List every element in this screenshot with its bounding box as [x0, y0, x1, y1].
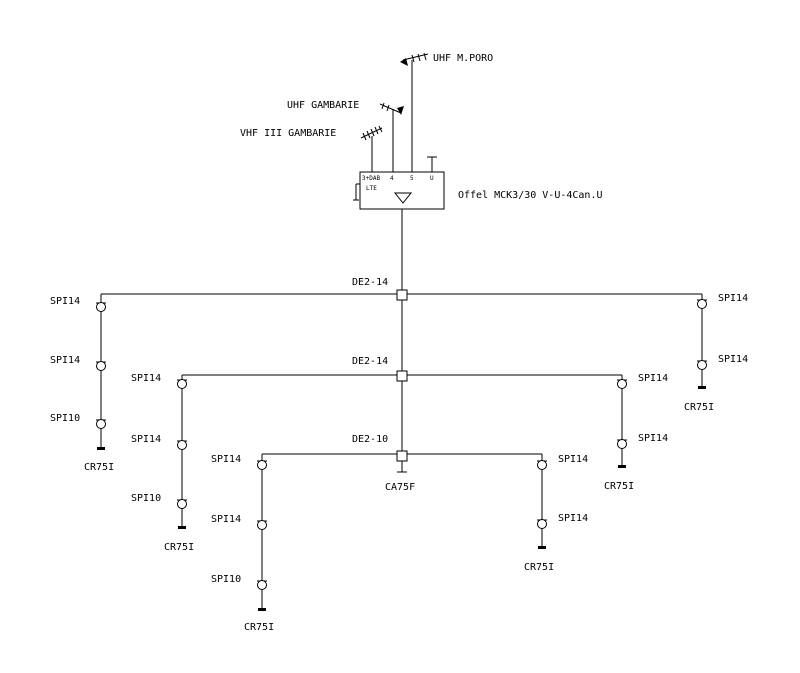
amp-lte-label: LTE — [366, 185, 377, 192]
tap-outlet: SPI14 — [50, 296, 106, 316]
splitter-2: DE2-14 — [182, 356, 622, 382]
tap-outlet: SPI10 — [50, 413, 106, 433]
splitter-2-label: DE2-14 — [352, 356, 388, 367]
tap-outlet: SPI10 — [131, 493, 187, 513]
tap-label: SPI14 — [50, 355, 80, 366]
amplifier: 3+DAB 4 5 U LTE Offel MCK3/30 V-U-4Can.U — [353, 156, 603, 210]
amplifier-triangle-icon — [393, 192, 413, 204]
tap-outlet: SPI14 — [617, 373, 668, 393]
tap-branches: SPI14SPI14SPI10CR75ISPI14SPI14SPI10CR75I… — [50, 293, 748, 633]
tap-label: SPI14 — [718, 354, 748, 365]
end-terminator: CR75I — [164, 520, 194, 553]
splitter-3: DE2-10 CA75F — [262, 434, 542, 493]
vhf-gambarie-label: VHF III GAMBARIE — [240, 128, 336, 139]
tap-outlet: SPI14 — [617, 433, 668, 453]
tap-label: SPI10 — [50, 413, 80, 424]
tap-outlet: SPI14 — [211, 454, 267, 474]
uhf-gambarie-label: UHF GAMBARIE — [287, 100, 359, 111]
tap-outlet: SPI14 — [131, 373, 187, 393]
tap-label: SPI14 — [131, 434, 161, 445]
tap-label: SPI10 — [211, 574, 241, 585]
tap-label: SPI14 — [638, 373, 668, 384]
amp-input-2: 4 — [390, 175, 394, 182]
tap-label: SPI14 — [558, 454, 588, 465]
amp-input-3: 5 — [410, 175, 414, 182]
end-terminator: CR75I — [524, 540, 554, 573]
tap-outlet: SPI14 — [697, 354, 748, 374]
tap-outlet: SPI14 — [537, 513, 588, 533]
tap-label: SPI14 — [50, 296, 80, 307]
tap-label: SPI10 — [131, 493, 161, 504]
tap-label: SPI14 — [131, 373, 161, 384]
splitter-1: DE2-14 — [101, 277, 702, 301]
amp-input-1: 3+DAB — [362, 175, 380, 182]
end-terminator-label: CR75I — [524, 562, 554, 573]
antenna-uhf-gambarie: UHF GAMBARIE — [287, 100, 404, 176]
center-terminator-label: CA75F — [385, 482, 415, 493]
end-terminator-label: CR75I — [84, 462, 114, 473]
splitter-1-label: DE2-14 — [352, 277, 388, 288]
tap-label: SPI14 — [211, 454, 241, 465]
tap-label: SPI14 — [638, 433, 668, 444]
antenna-uhf-poro: UHF M.PORO — [400, 52, 493, 176]
tap-outlet: SPI14 — [50, 355, 106, 375]
end-terminator: CR75I — [684, 380, 714, 413]
end-terminator-label: CR75I — [164, 542, 194, 553]
tap-outlet: SPI14 — [131, 434, 187, 454]
tap-label: SPI14 — [718, 293, 748, 304]
tap-label: SPI14 — [211, 514, 241, 525]
tap-outlet: SPI14 — [697, 293, 748, 313]
amp-input-4: U — [430, 175, 434, 182]
tap-label: SPI14 — [558, 513, 588, 524]
antenna-vhf-gambarie: VHF III GAMBARIE — [240, 125, 383, 176]
tap-outlet: SPI14 — [537, 454, 588, 474]
amplifier-label: Offel MCK3/30 V-U-4Can.U — [458, 190, 603, 201]
end-terminator-label: CR75I — [604, 481, 634, 492]
end-terminator: CR75I — [604, 459, 634, 492]
tap-outlet: SPI10 — [211, 574, 267, 594]
end-terminator-label: CR75I — [684, 402, 714, 413]
end-terminator: CR75I — [84, 441, 114, 473]
end-terminator: CR75I — [244, 602, 274, 633]
end-terminator-label: CR75I — [244, 622, 274, 633]
tap-outlet: SPI14 — [211, 514, 267, 534]
splitter-3-label: DE2-10 — [352, 434, 388, 445]
uhf-poro-label: UHF M.PORO — [433, 53, 493, 64]
